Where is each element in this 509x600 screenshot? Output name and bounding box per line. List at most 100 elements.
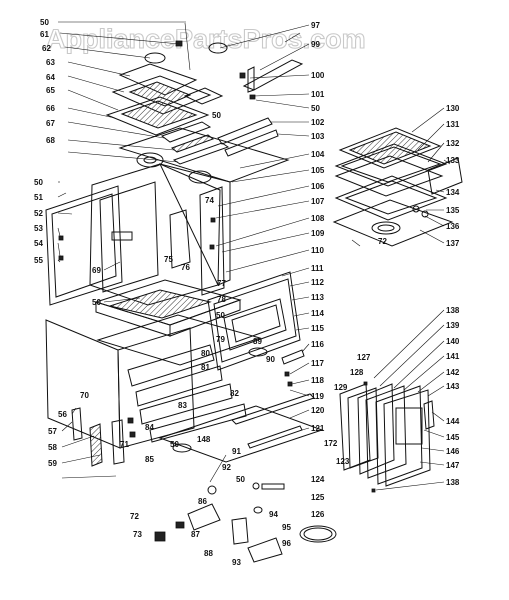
label-50: 50 [212,111,221,120]
label-83: 83 [178,401,187,410]
label-50: 50 [40,18,49,27]
label-78: 78 [217,295,226,304]
label-130: 130 [446,104,460,113]
range-cabinet-body [45,127,290,337]
label-50: 50 [170,440,179,449]
label-51: 51 [34,193,43,202]
label-105: 105 [311,166,325,175]
label-54: 54 [34,239,43,248]
label-93: 93 [232,558,241,567]
label-144: 144 [446,417,460,426]
label-50: 50 [311,104,320,113]
label-111: 111 [311,264,324,273]
label-55: 55 [34,256,43,265]
broiler-pan-assembly [332,127,463,247]
label-133: 133 [446,156,460,165]
label-58: 58 [48,443,57,452]
label-72: 72 [378,237,387,246]
label-82: 82 [230,389,239,398]
label-146: 146 [446,447,460,456]
label-77: 77 [217,279,226,288]
label-100: 100 [311,71,325,80]
label-129: 129 [334,383,348,392]
label-137: 137 [446,239,460,248]
label-103: 103 [311,132,325,141]
label-90: 90 [266,355,275,364]
leader-lines [57,21,451,491]
label-126: 126 [311,510,325,519]
label-74: 74 [205,196,214,205]
label-63: 63 [46,58,55,67]
label-66: 66 [46,104,55,113]
label-106: 106 [311,182,325,191]
label-53: 53 [34,224,43,233]
label-52: 52 [34,209,43,218]
storage-drawer-front-assembly [339,381,435,493]
label-70: 70 [80,391,89,400]
label-50: 50 [236,475,245,484]
label-95: 95 [282,523,291,532]
label-73: 73 [133,530,142,539]
label-143: 143 [446,382,460,391]
label-101: 101 [311,90,325,99]
label-110: 110 [311,246,324,255]
label-91: 91 [232,447,241,456]
label-68: 68 [46,136,55,145]
label-96: 96 [282,539,291,548]
watermark-text: AppliancePartsPros.com [46,24,366,54]
label-50: 50 [34,178,43,187]
label-67: 67 [46,119,55,128]
label-117: 117 [311,359,324,368]
label-147: 147 [446,461,460,470]
label-123: 123 [336,457,350,466]
label-84: 84 [145,423,154,432]
label-99: 99 [311,40,320,49]
label-148: 148 [197,435,211,444]
label-119: 119 [311,392,324,401]
label-142: 142 [446,368,460,377]
label-112: 112 [311,278,324,287]
label-136: 136 [446,222,460,231]
cooktop-top-assembly [105,22,230,165]
part-number-labels: 50 61 62 63 64 65 66 67 68 50 51 52 53 5… [34,18,460,567]
label-145: 145 [446,433,460,442]
label-89: 89 [253,337,262,346]
label-116: 116 [311,340,324,349]
label-172: 172 [324,439,338,448]
label-132: 132 [446,139,460,148]
label-134: 134 [446,188,460,197]
label-118: 118 [311,376,324,385]
label-72: 72 [130,512,139,521]
label-61: 61 [40,30,49,39]
wiring-and-control-parts [154,454,337,563]
label-62: 62 [42,44,51,53]
label-115: 115 [311,324,324,333]
label-121: 121 [311,424,325,433]
label-97: 97 [311,21,320,30]
label-139: 139 [446,321,460,330]
label-57: 57 [48,427,57,436]
label-141: 141 [446,352,460,361]
label-80: 80 [201,349,210,358]
label-79: 79 [216,335,225,344]
label-124: 124 [311,475,325,484]
label-50: 50 [92,298,101,307]
label-65: 65 [46,86,55,95]
label-138: 138 [446,306,460,315]
back-vent-assembly [217,32,304,157]
label-138: 138 [446,478,460,487]
label-71: 71 [120,440,129,449]
label-88: 88 [204,549,213,558]
label-102: 102 [311,118,325,127]
label-76: 76 [181,263,190,272]
label-120: 120 [311,406,325,415]
label-104: 104 [311,150,325,159]
label-64: 64 [46,73,55,82]
label-125: 125 [311,493,325,502]
label-127: 127 [357,353,371,362]
label-59: 59 [48,459,57,468]
label-86: 86 [198,497,207,506]
label-56: 56 [58,410,67,419]
label-113: 113 [311,293,324,302]
label-108: 108 [311,214,325,223]
